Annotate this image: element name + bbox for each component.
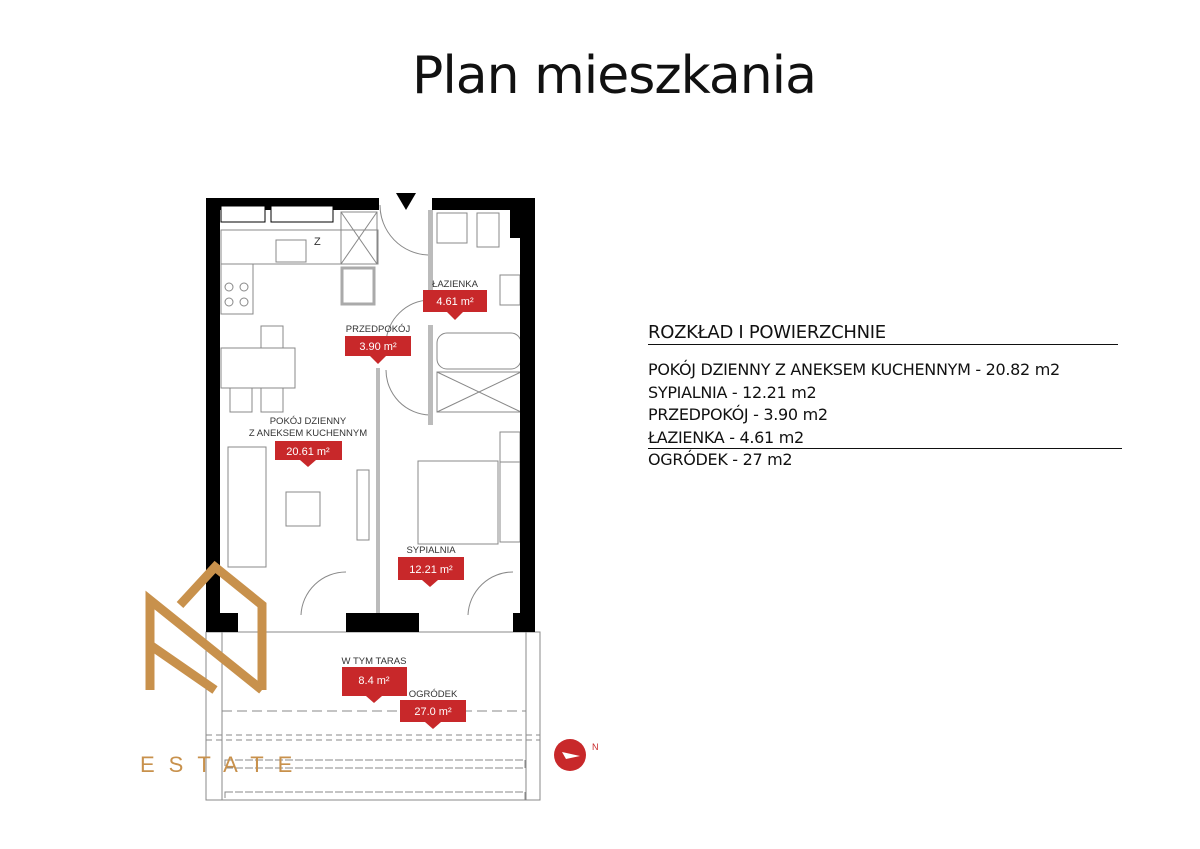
compass-north-label: N <box>592 742 599 752</box>
room-label-ogrodek: OGRÓDEK <box>409 689 458 700</box>
area-ogrodek: 27.0 m² <box>414 706 452 718</box>
legend-item: ŁAZIENKA - 4.61 m2 <box>648 427 1122 449</box>
estate-logo <box>145 560 267 694</box>
walls <box>206 193 535 632</box>
area-taras: 8.4 m² <box>358 675 390 687</box>
area-przedpokoj: 3.90 m² <box>359 341 397 353</box>
area-pokoj: 20.61 m² <box>286 446 330 458</box>
room-label-lazienka: ŁAZIENKA <box>432 279 479 290</box>
entrance-arrow-icon <box>396 193 416 210</box>
fridge-mark: Z <box>314 236 321 248</box>
area-sypialnia: 12.21 m² <box>409 564 453 576</box>
room-label-pokoj-1: POKÓJ DZIENNY <box>270 416 347 427</box>
page-title: Plan mieszkania <box>412 46 817 106</box>
room-label-taras: W TYM TARAS <box>342 656 407 667</box>
room-label-przedpokoj: PRZEDPOKÓJ <box>346 324 411 335</box>
room-label-pokoj-2: Z ANEKSEM KUCHENNYM <box>249 428 367 439</box>
logo-wordmark: ESTATE <box>140 752 307 777</box>
legend-item: PRZEDPOKÓJ - 3.90 m2 <box>648 405 828 424</box>
area-legend: ROZKŁAD I POWIERZCHNIE POKÓJ DZIENNY Z A… <box>648 322 1122 471</box>
area-lazienka: 4.61 m² <box>436 296 474 308</box>
room-label-sypialnia: SYPIALNIA <box>406 545 456 556</box>
legend-item: SYPIALNIA - 12.21 m2 <box>648 382 817 402</box>
legend-item: POKÓJ DZIENNY Z ANEKSEM KUCHENNYM - 20.8… <box>648 360 1060 379</box>
legend-item: OGRÓDEK - 27 m2 <box>648 449 793 469</box>
legend-heading: ROZKŁAD I POWIERZCHNIE <box>648 322 1118 345</box>
